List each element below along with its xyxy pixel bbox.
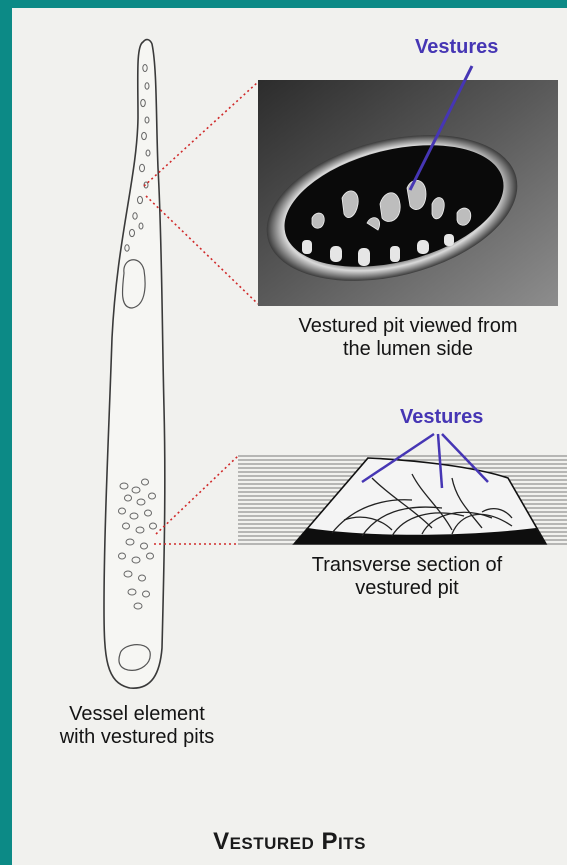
- sem-micrograph: [251, 80, 558, 306]
- vestures-label-top: Vestures: [415, 36, 498, 59]
- transverse-section: [238, 456, 567, 544]
- section-caption-line2: vestured pit: [262, 577, 552, 600]
- vessel-element-outline: [104, 40, 165, 689]
- vessel-caption-line2: with vestured pits: [32, 726, 242, 749]
- sem-caption-line2: the lumen side: [252, 338, 564, 361]
- slide-title: Vestured Pits: [12, 828, 567, 856]
- vessel-caption-line1: Vessel element: [32, 703, 242, 726]
- slide-panel: Vestures Vestured pit viewed from the lu…: [12, 8, 567, 865]
- sem-caption: Vestured pit viewed from the lumen side: [252, 315, 564, 361]
- section-caption-line1: Transverse section of: [262, 554, 552, 577]
- section-caption: Transverse section of vestured pit: [262, 554, 552, 600]
- vessel-caption: Vessel element with vestured pits: [32, 703, 242, 749]
- vestures-label-mid: Vestures: [400, 406, 483, 429]
- sem-caption-line1: Vestured pit viewed from: [252, 315, 564, 338]
